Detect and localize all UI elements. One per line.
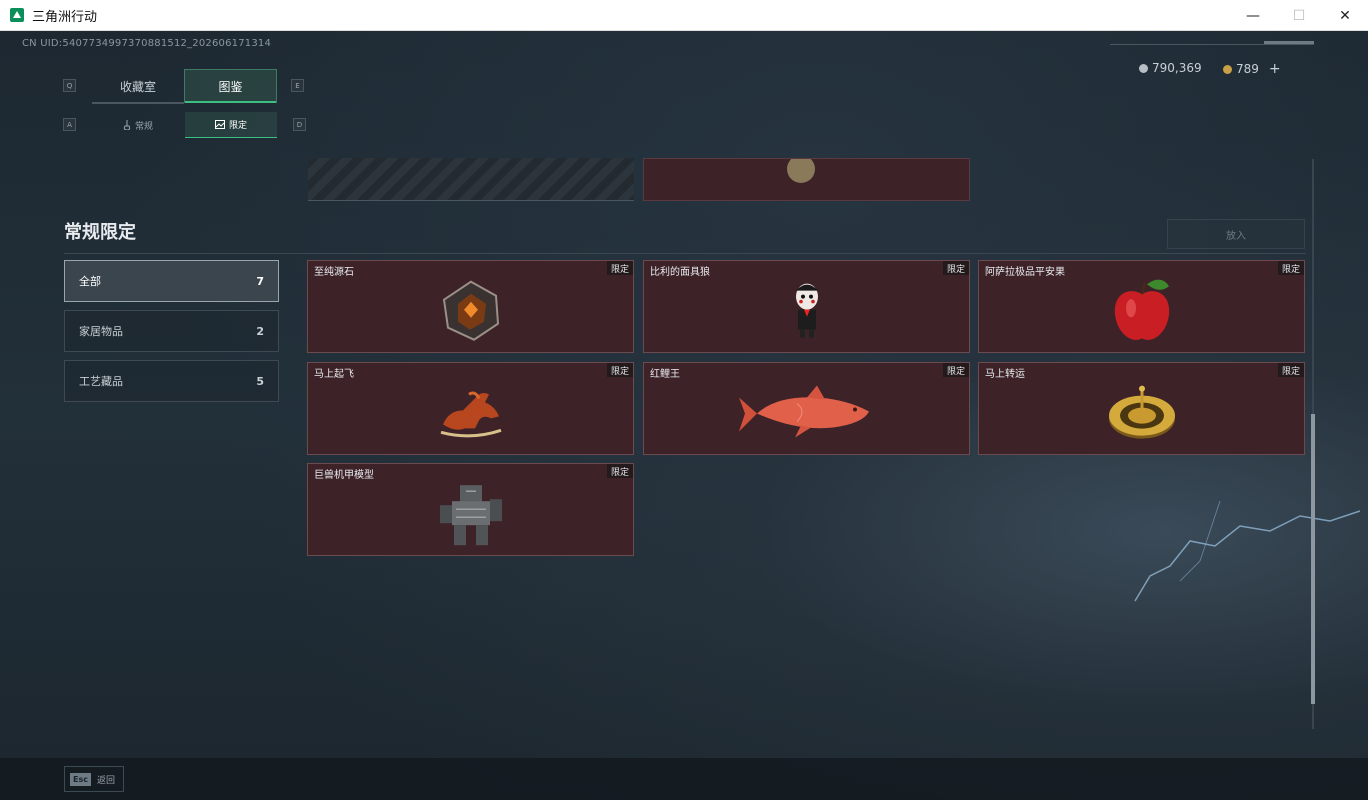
tab-label: 收藏室 — [119, 79, 156, 94]
game-viewport: CN UID:5407734997370881512_202606171314 … — [0, 31, 1368, 800]
previous-item-card[interactable] — [643, 158, 970, 201]
limited-badge: 限定 — [942, 261, 969, 275]
item-card[interactable]: 马上起飞 限定 — [307, 362, 634, 455]
item-card[interactable]: 巨兽机甲模型 限定 — [307, 463, 634, 556]
close-button[interactable]: ✕ — [1339, 7, 1351, 24]
picture-icon — [214, 120, 225, 129]
category-label: 全部 — [79, 275, 101, 288]
previous-item-card[interactable] — [308, 158, 634, 201]
gold-coin-icon — [1223, 64, 1232, 74]
section-title: 常规限定 — [64, 222, 136, 243]
key-hint-d: D — [293, 118, 306, 131]
item-name: 至纯源石 — [314, 267, 354, 278]
item-name: 阿萨拉极品平安果 — [985, 267, 1065, 278]
limited-badge: 限定 — [606, 261, 633, 275]
app-logo-icon — [10, 8, 24, 22]
tab-underline — [92, 102, 184, 104]
scrollbar-thumb[interactable] — [1311, 414, 1315, 704]
add-currency-button[interactable]: + — [1268, 61, 1281, 77]
item-card[interactable]: 比利的面具狼 限定 — [643, 260, 970, 353]
guitar-icon — [123, 120, 131, 130]
subtab-label: 常规 — [134, 121, 153, 132]
user-uid: CN UID:5407734997370881512_202606171314 — [22, 38, 272, 49]
minimize-button[interactable]: — — [1246, 7, 1260, 24]
put-in-button[interactable]: 放入 — [1167, 219, 1305, 249]
mech-model-icon — [439, 484, 502, 545]
tab-collection-room[interactable]: 收藏室 — [92, 69, 184, 104]
subtab-label: 限定 — [228, 121, 247, 131]
limited-badge: 限定 — [606, 464, 633, 478]
key-hint-e: E — [291, 79, 304, 92]
category-count: 5 — [256, 374, 264, 388]
silver-amount: 790,369 — [1152, 61, 1202, 75]
crystal-stone-icon — [442, 280, 499, 341]
back-button[interactable]: Esc 返回 — [64, 766, 124, 792]
gold-currency: 789 + — [1223, 61, 1281, 77]
bottom-bar — [0, 758, 1368, 800]
maximize-button[interactable]: ☐ — [1292, 7, 1306, 24]
category-home-items[interactable]: 家居物品 2 — [64, 310, 279, 352]
esc-key-hint: Esc — [70, 772, 91, 786]
window-title: 三角洲行动 — [32, 9, 98, 25]
category-label: 工艺藏品 — [79, 375, 123, 388]
category-count: 2 — [256, 324, 264, 338]
section-divider — [64, 253, 1306, 254]
item-name: 马上起飞 — [314, 369, 354, 380]
key-hint-q: Q — [63, 79, 76, 92]
item-card[interactable]: 阿萨拉极品平安果 限定 — [978, 260, 1305, 353]
item-card[interactable]: 至纯源石 限定 — [307, 260, 634, 353]
golden-compass-icon — [1108, 385, 1175, 439]
tab-underline — [185, 101, 276, 103]
koi-fish-icon — [738, 384, 869, 437]
silver-coin-icon — [1139, 63, 1148, 73]
item-name: 巨兽机甲模型 — [314, 470, 374, 481]
tab-label: 图鉴 — [218, 79, 243, 94]
category-label: 家居物品 — [79, 325, 123, 338]
tab-catalog[interactable]: 图鉴 — [184, 69, 277, 103]
red-apple-icon — [1114, 279, 1169, 340]
limited-badge: 限定 — [942, 363, 969, 377]
category-all[interactable]: 全部 7 — [64, 260, 279, 302]
header-divider — [1110, 44, 1314, 45]
item-card[interactable]: 马上转运 限定 — [978, 362, 1305, 455]
limited-badge: 限定 — [606, 363, 633, 377]
window-titlebar: 三角洲行动 — ☐ ✕ — [0, 0, 1368, 31]
subtab-regular[interactable]: 常规 — [92, 112, 184, 138]
horse-figurine-icon — [440, 391, 501, 437]
header-accent — [1264, 41, 1314, 44]
limited-badge: 限定 — [1277, 363, 1304, 377]
item-name: 红鲤王 — [650, 369, 680, 380]
category-count: 7 — [256, 274, 264, 288]
category-crafts[interactable]: 工艺藏品 5 — [64, 360, 279, 402]
item-basket-icon — [787, 159, 815, 183]
key-hint-a: A — [63, 118, 76, 131]
window-controls: — ☐ ✕ — [1230, 0, 1368, 31]
gold-amount: 789 — [1236, 62, 1259, 76]
limited-badge: 限定 — [1277, 261, 1304, 275]
silver-currency: 790,369 — [1139, 61, 1202, 75]
lightning-decoration-icon — [1134, 500, 1361, 602]
item-card[interactable]: 红鲤王 限定 — [643, 362, 970, 455]
subtab-limited[interactable]: 限定 — [185, 112, 277, 138]
item-name: 比利的面具狼 — [650, 267, 710, 278]
puppet-doll-icon — [795, 283, 818, 338]
back-label: 返回 — [96, 775, 115, 786]
item-name: 马上转运 — [985, 369, 1025, 380]
